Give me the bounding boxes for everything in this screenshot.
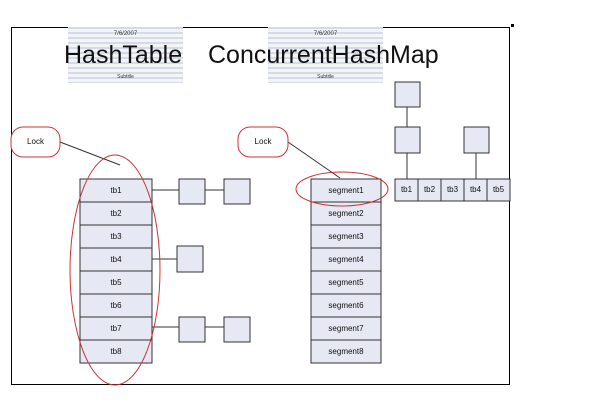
lock-connector — [59, 141, 121, 166]
concurrenthashmap-banner-subtitle: Subtitle — [317, 74, 334, 80]
lock-callout — [10, 126, 61, 158]
hashtable-title: HashTable — [64, 41, 183, 69]
corner-marker — [511, 24, 514, 27]
segment-label: segment2 — [328, 208, 364, 218]
lock-label-left: Lock — [27, 137, 44, 146]
chain-node — [223, 178, 251, 205]
segment-label: segment8 — [328, 346, 364, 356]
segment-label: segment1 — [328, 185, 364, 195]
chain-node — [463, 126, 490, 154]
lock-callout — [237, 126, 289, 158]
hashtable-bucket-cell — [79, 339, 153, 364]
segment-label: segment4 — [328, 254, 364, 264]
hashtable-bucket-label: tb8 — [110, 346, 122, 356]
hashtable-banner-subtitle: Subtitle — [117, 74, 134, 80]
hashtable-bucket-label: tb7 — [110, 323, 122, 333]
chain-node — [394, 81, 421, 108]
hashtable-bucket-label: tb6 — [110, 300, 122, 310]
segment-label: segment6 — [328, 300, 364, 310]
hashtable-banner-date: 7/6/2007 — [113, 31, 138, 37]
hashtable-bucket-label: tb3 — [110, 231, 122, 241]
concurrenthashmap-banner-date: 7/6/2007 — [313, 31, 338, 37]
segment-label: segment7 — [328, 323, 364, 333]
lock-label-right: Lock — [254, 137, 272, 146]
concurrenthashmap-banner: 7/6/2007 Subtitle — [268, 27, 383, 83]
diagram-frame — [11, 27, 510, 385]
chain-node — [176, 245, 204, 273]
segment-bucket-label: tb1 — [400, 185, 413, 194]
segment-label: segment5 — [328, 277, 364, 287]
segment-label: segment3 — [328, 231, 364, 241]
chain-node — [178, 316, 206, 343]
segment-bucket-label: tb4 — [469, 185, 482, 194]
chain-node — [223, 316, 251, 343]
hashtable-banner: 7/6/2007 Subtitle — [68, 27, 183, 83]
table-lock-ellipse — [69, 154, 161, 386]
segment-bucket-label: tb2 — [423, 185, 436, 194]
segment-bucket-label: tb3 — [446, 185, 459, 194]
hashtable-bucket-label: tb1 — [110, 185, 122, 195]
segment-cell — [310, 339, 382, 364]
hashtable-bucket-label: tb5 — [110, 277, 122, 287]
segment-lock-ellipse — [295, 171, 389, 207]
chain-node — [178, 178, 206, 205]
hashtable-bucket-label: tb2 — [110, 208, 122, 218]
chain-node — [394, 126, 421, 154]
concurrenthashmap-title: ConcurrentHashMap — [208, 41, 439, 69]
hashtable-bucket-label: tb4 — [110, 254, 122, 264]
segment-bucket-cell — [486, 178, 511, 202]
segment-bucket-label: tb5 — [492, 185, 505, 194]
